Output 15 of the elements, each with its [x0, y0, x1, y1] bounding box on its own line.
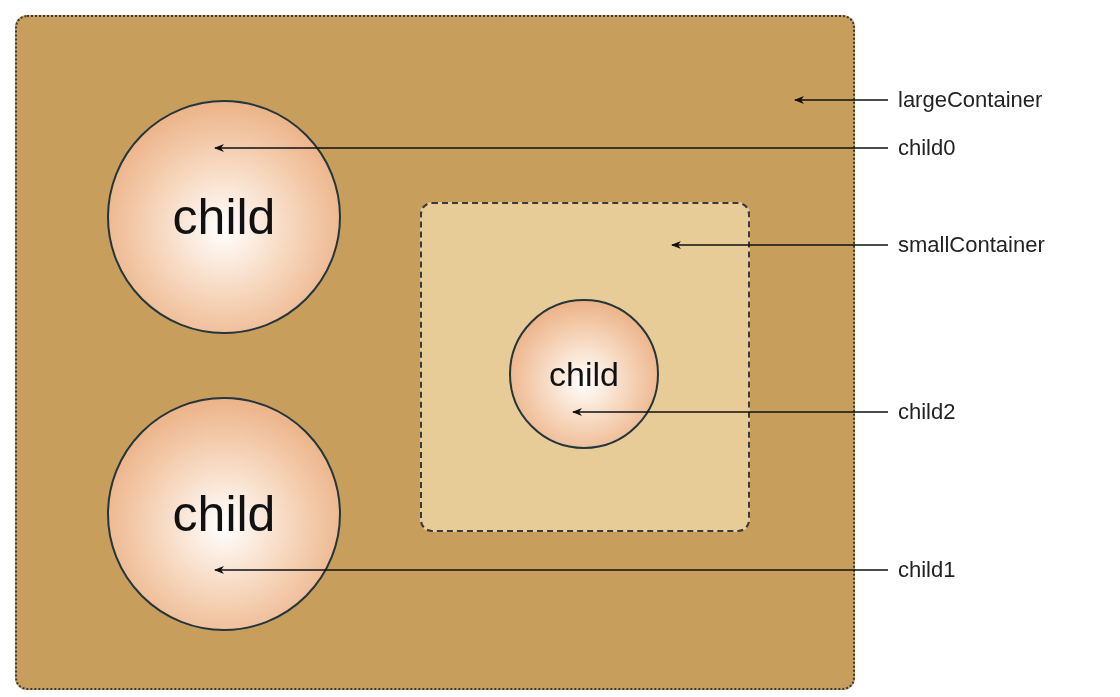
- circle-label: child: [172, 188, 276, 246]
- callout-label: child0: [898, 136, 956, 160]
- leader-line: [214, 144, 889, 152]
- leader-line: [794, 96, 889, 104]
- callout-label: smallContainer: [898, 233, 1045, 257]
- leader-line: [671, 241, 889, 249]
- callout-label: largeContainer: [898, 88, 1043, 112]
- callout-label: child1: [898, 558, 956, 582]
- container-box: [420, 202, 750, 532]
- circle-label: child: [172, 485, 276, 543]
- circle-label: child: [549, 354, 619, 394]
- leader-line: [572, 408, 889, 416]
- callout-label: child2: [898, 400, 956, 424]
- container-box: [15, 15, 855, 690]
- leader-line: [214, 566, 889, 574]
